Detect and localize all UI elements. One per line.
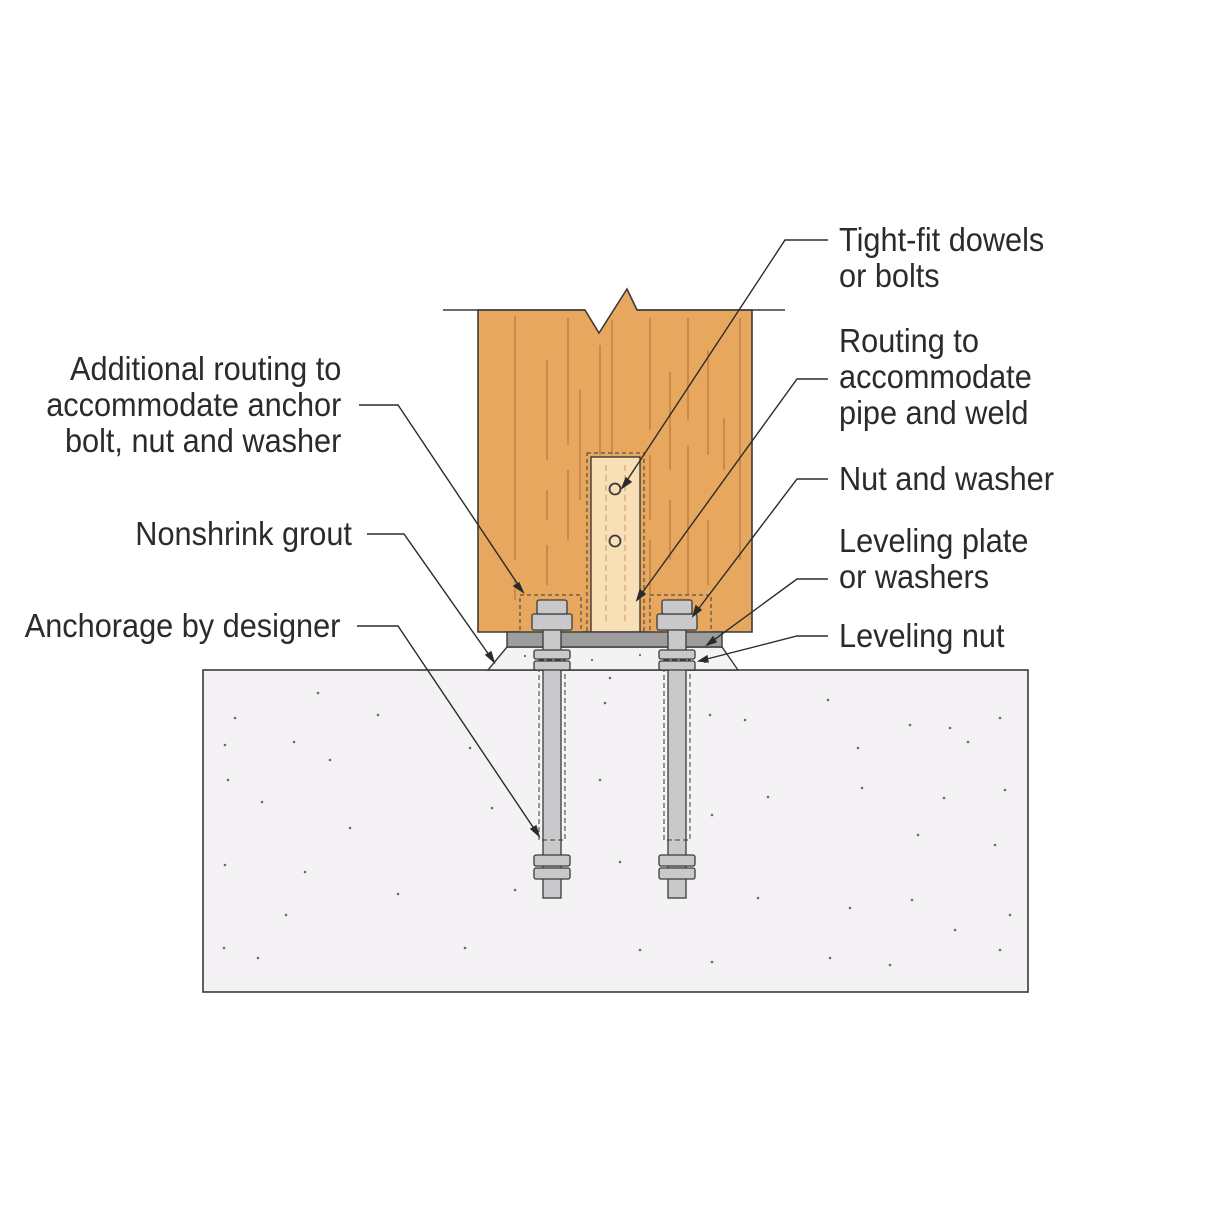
wood-post xyxy=(443,287,785,633)
leader-anchorage xyxy=(357,625,541,839)
anchor-bolt-left xyxy=(531,599,573,899)
label-nonshrink-grout: Nonshrink grout xyxy=(135,515,352,552)
label-leveling-nut: Leveling nut xyxy=(839,617,1005,654)
nonshrink-grout-bed xyxy=(486,646,740,671)
aggregate-speckles xyxy=(222,676,1012,967)
leader-leveling-nut xyxy=(696,635,828,663)
leader-nonshrink-grout xyxy=(367,533,496,665)
label-nut-and-washer: Nut and washer xyxy=(839,460,1054,497)
dowel-hole-lower xyxy=(608,534,622,548)
anchor-bolt-right xyxy=(656,599,698,899)
leader-routing-pipe xyxy=(635,378,828,602)
wood-grain xyxy=(514,316,741,610)
leveling-plate xyxy=(506,631,723,648)
concrete-footing xyxy=(202,669,1029,993)
dowel-hole-upper xyxy=(608,482,622,496)
leader-nut-washer xyxy=(691,478,828,618)
leader-additional-routing xyxy=(359,404,525,594)
leader-leveling-plate xyxy=(705,578,828,647)
leader-tight-fit xyxy=(620,239,828,490)
label-anchorage-by-designer: Anchorage by designer xyxy=(24,607,340,644)
